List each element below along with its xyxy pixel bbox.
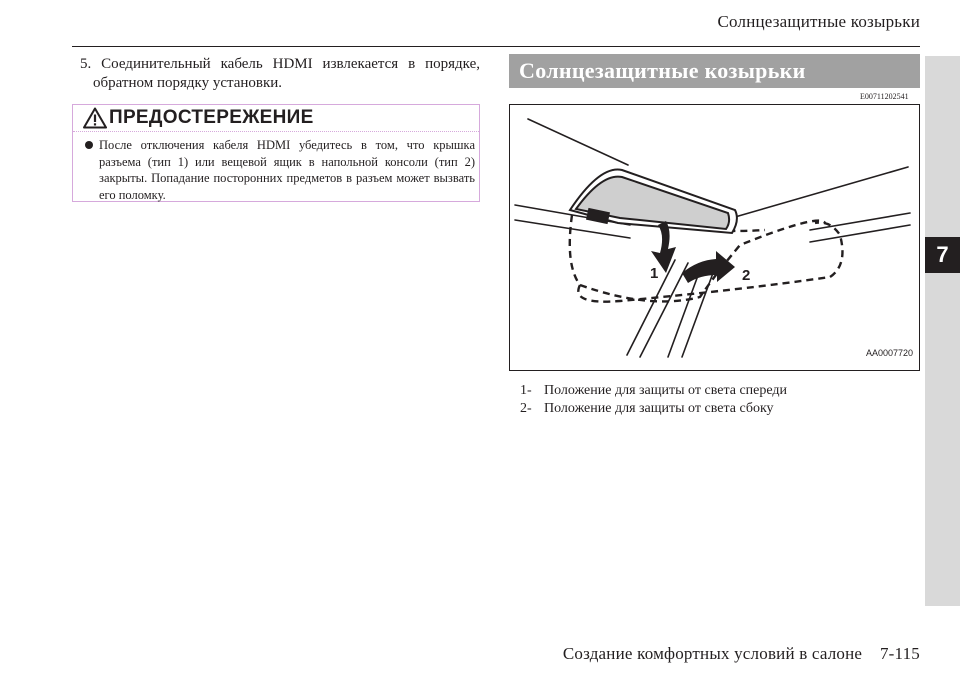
sun-visor-figure: 1 2 AA0007720 [509,104,920,371]
warning-title: ПРЕДОСТЕРЕЖЕНИЕ [109,107,314,128]
roof-line [527,118,629,166]
header-divider [72,46,920,47]
pillar-line [626,259,676,356]
warning-triangle-icon [83,107,107,129]
arrow-down-icon [651,221,676,273]
pillar-line [639,262,689,358]
sun-visor-illustration: 1 2 [514,118,911,358]
legend-item: 1- Положение для защиты от света спереди [520,382,787,400]
legend-number: 1- [520,383,532,398]
section-header: Солнцезащитные козырьки [509,54,920,88]
figure-code: AA0007720 [865,348,913,358]
sun-visor-mirror [574,175,731,231]
warning-header: ПРЕДОСТЕРЕЖЕНИЕ [73,105,479,132]
warning-item: После отключения кабеля HDMI убедитесь в… [81,137,475,203]
reference-code: E00711202541 [860,92,909,101]
roof-line [734,166,909,218]
legend-number: 2- [520,401,532,416]
bullet-icon [85,141,93,149]
running-title: Солнцезащитные козырьки [717,12,920,31]
figure-label-1: 1 [650,265,658,282]
visor-side-outline [577,221,844,303]
footer-text: Создание комфортных условий в салоне 7-1… [562,644,920,663]
chapter-strip [925,56,960,606]
roof-line [514,219,631,239]
visor-side-outline [568,214,827,303]
warning-box: ПРЕДОСТЕРЕЖЕНИЕ После отключения кабеля … [72,104,480,202]
roof-line [809,212,911,231]
legend-text: Положение для защиты от света сбоку [544,401,774,416]
legend-item: 2- Положение для защиты от света сбоку [520,400,774,418]
step-5-text: 5. Соединительный кабель HDMI извлекаетс… [80,56,480,91]
figure-label-2: 2 [742,267,750,284]
visor-clip [585,207,611,225]
arrow-right-icon [682,251,735,283]
warning-text: После отключения кабеля HDMI убедитесь в… [99,138,475,202]
pillar-line [667,269,701,358]
legend-text: Положение для защиты от света спереди [544,383,788,398]
section-title: Солнцезащитные козырьки [519,58,806,83]
chapter-tab[interactable]: 7 [925,237,960,273]
roof-line [809,224,911,243]
